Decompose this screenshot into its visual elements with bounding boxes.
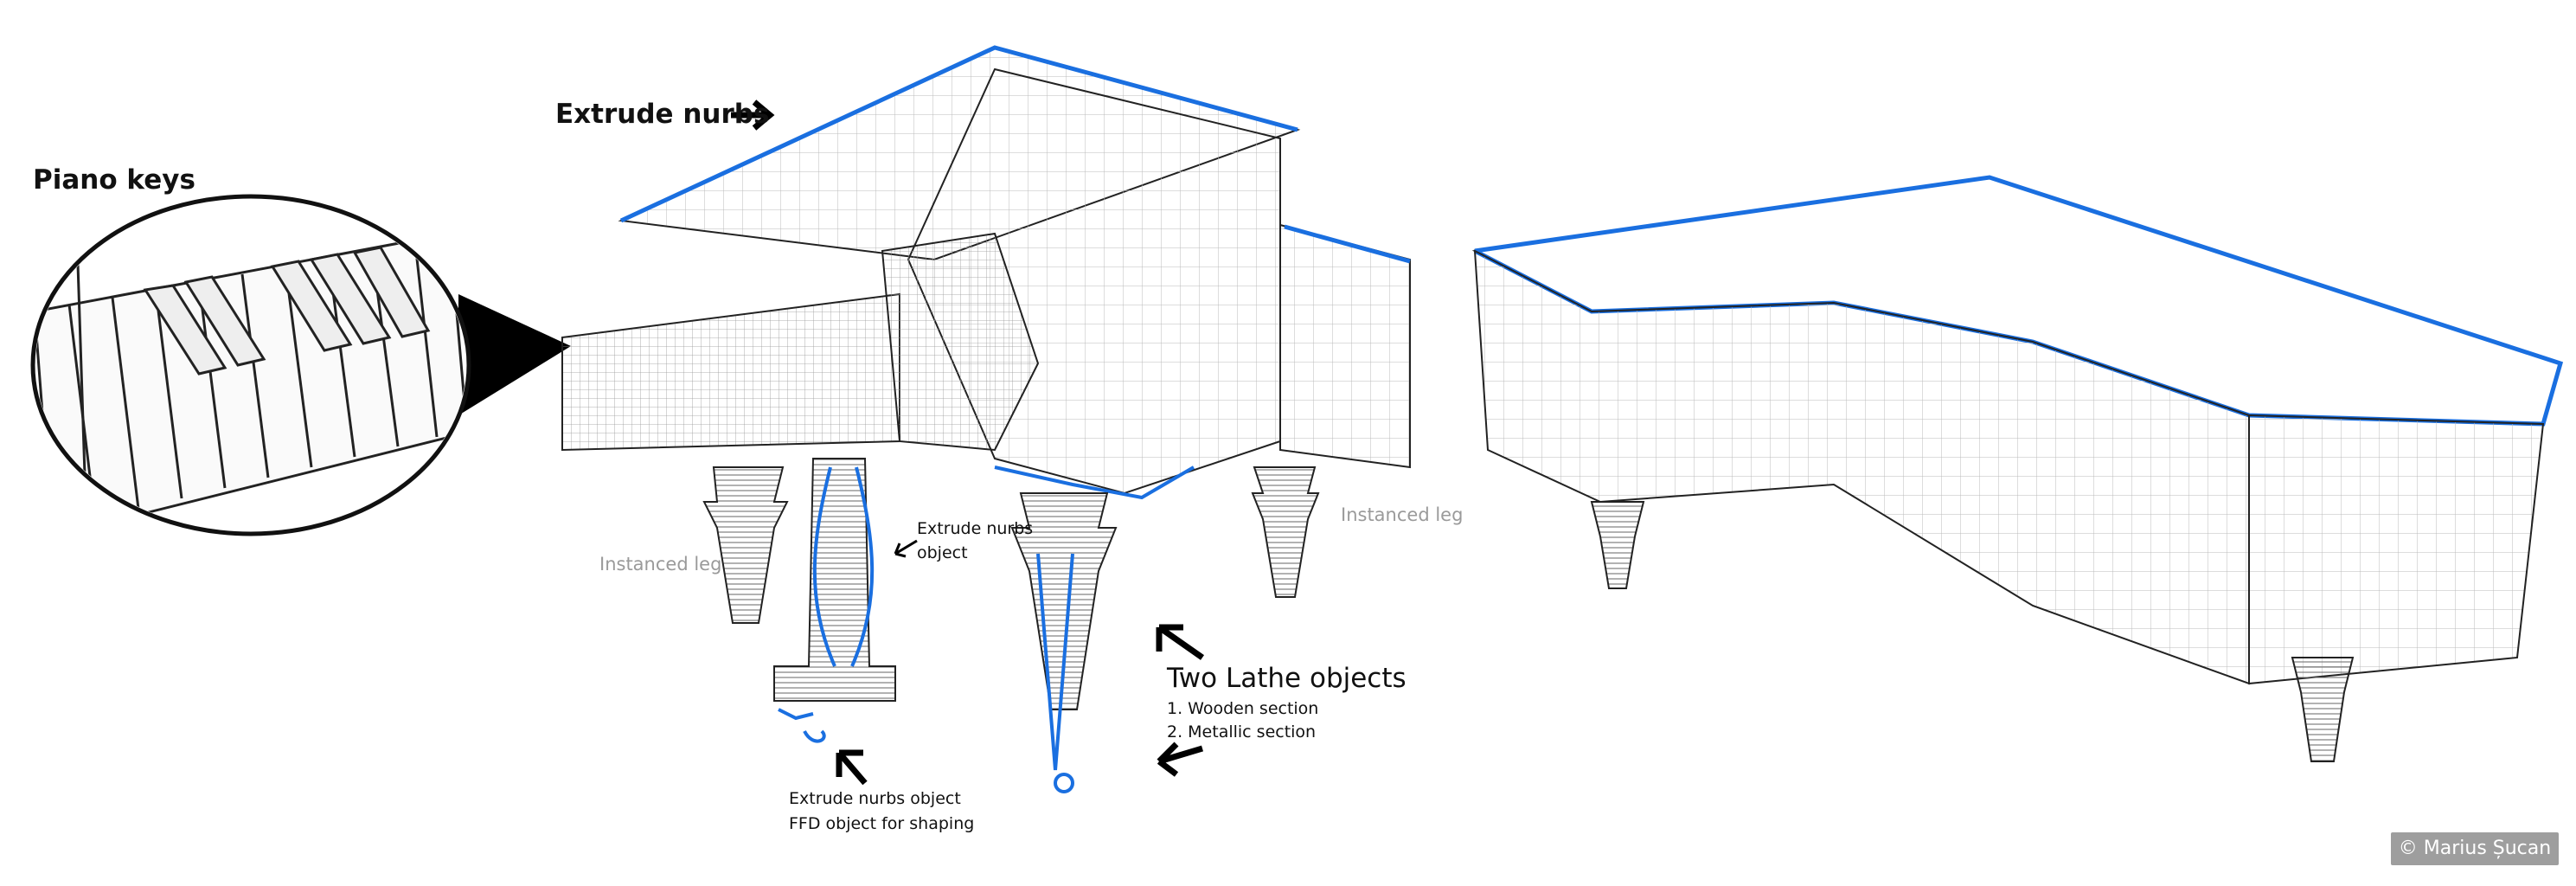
label-instanced-leg-left: Instanced leg [599, 554, 722, 575]
label-pedal-ffd: FFD object for shaping [789, 814, 975, 833]
label-metallic-section: 2. Metallic section [1167, 722, 1317, 742]
label-two-lathe: Two Lathe objects [1167, 663, 1407, 694]
copyright-watermark: © Marius Șucan [2391, 832, 2559, 865]
label-lyre-extrude-2: object [917, 543, 968, 562]
piano-keys-magnifier [30, 194, 571, 536]
label-lyre-extrude-1: Extrude nurbs [917, 519, 1034, 538]
piano-left-view [561, 45, 1411, 793]
label-piano-keys: Piano keys [33, 164, 195, 196]
label-extrude-nurbs: Extrude nurbs [555, 99, 770, 130]
label-wooden-section: 1. Wooden section [1167, 699, 1319, 718]
label-pedal-extrude: Extrude nurbs object [789, 789, 961, 808]
piano-right-view [1471, 175, 2564, 762]
label-instanced-leg-right: Instanced leg [1341, 504, 1464, 525]
